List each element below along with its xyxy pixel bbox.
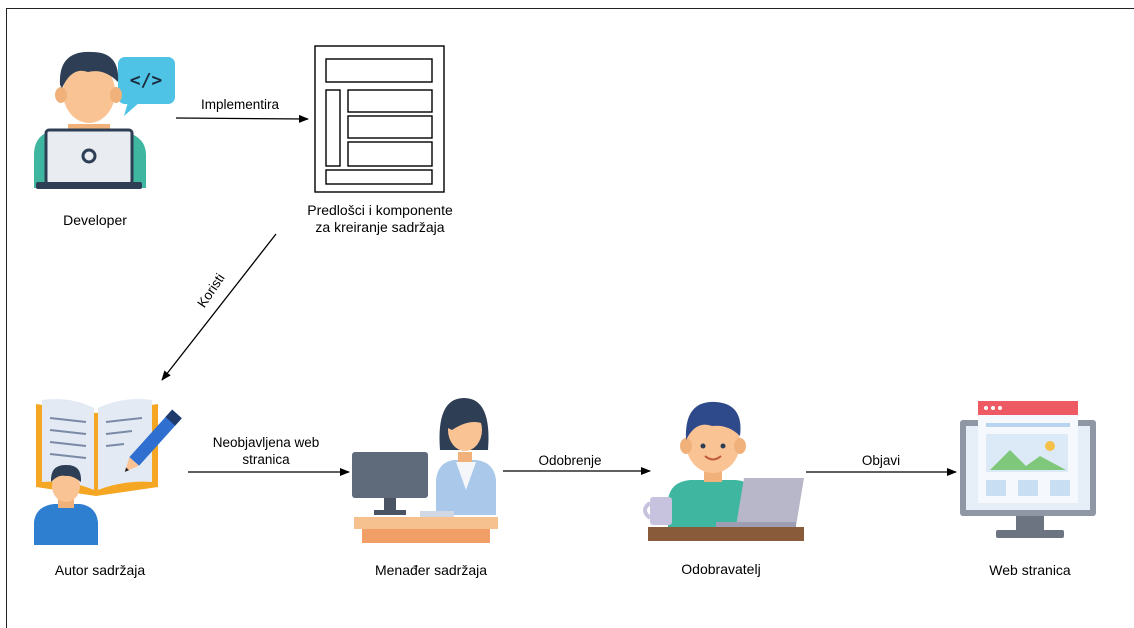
woman-at-computer-desk-icon (352, 398, 498, 543)
edge-label-publish: Objavi (861, 453, 901, 468)
page-template-wireframe-icon (314, 45, 445, 193)
node-label-templates: Predlošci i komponente za kreiranje sadr… (280, 202, 480, 236)
node-label-approver: Odobravatelj (681, 561, 761, 577)
man-with-laptop-and-mug-icon (643, 401, 804, 541)
node-label-developer: Developer (63, 212, 127, 228)
edge-uses-arrow (161, 233, 277, 381)
node-label-templates-line1: Predlošci i komponente (307, 202, 453, 218)
edge-label-unpublished-line2: stranica (242, 452, 290, 467)
edge-implements-arrow (175, 114, 309, 123)
diagram-frame (6, 8, 1134, 628)
edge-label-unpublished-line1: Neobjavljena web (212, 435, 320, 450)
edge-label-approval: Odobrenje (538, 453, 602, 468)
edge-label-implements: Implementira (200, 97, 280, 112)
node-label-website: Web stranica (989, 562, 1071, 578)
node-label-author: Autor sadržaja (54, 562, 146, 578)
node-label-manager: Menađer sadržaja (374, 562, 488, 578)
node-label-templates-line2: za kreiranje sadržaja (315, 219, 445, 235)
edge-label-unpublished: Neobjavljena web stranica (196, 434, 336, 468)
developer-with-laptop-code-icon: </> (34, 51, 175, 189)
monitor-with-webpage-icon (960, 401, 1096, 538)
author-with-book-and-pencil-icon (34, 399, 182, 545)
svg-text:</>: </> (130, 70, 163, 91)
